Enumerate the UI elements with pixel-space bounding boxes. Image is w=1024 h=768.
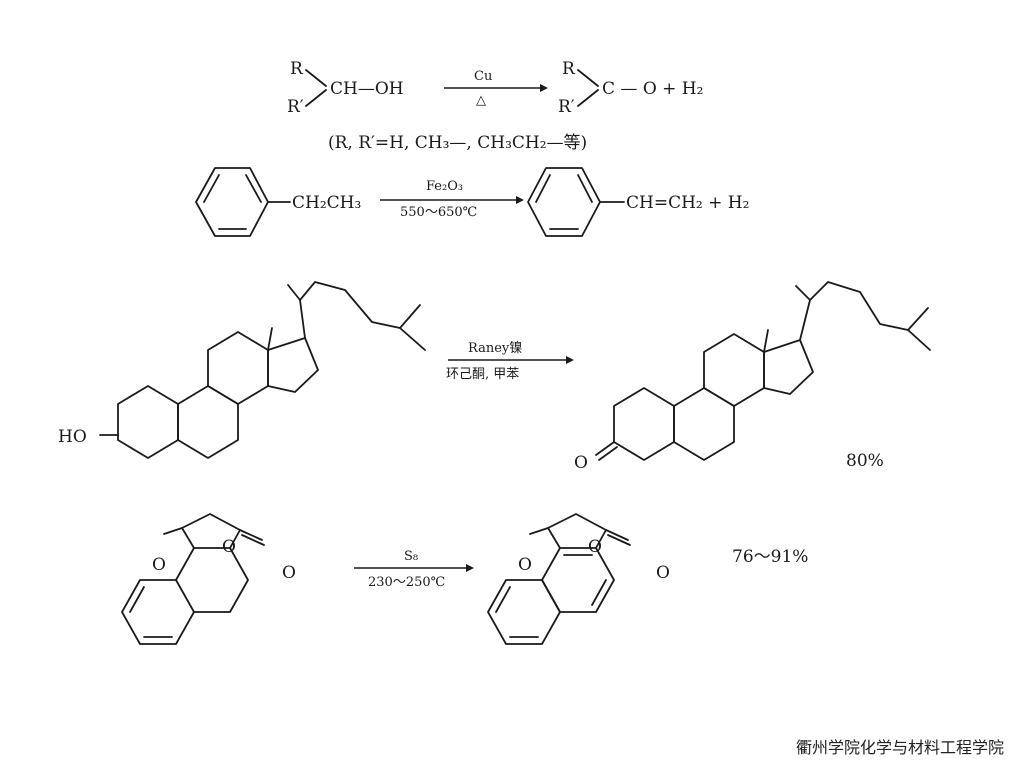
r4-arrowhead: [466, 564, 474, 572]
r4-p-ring-oxygen: O: [588, 537, 602, 557]
r1-product-center: C — O + H₂: [602, 79, 703, 99]
r4-p-carbonyl-right-1: [605, 529, 629, 541]
r3-p-side-chain-branch: [907, 329, 931, 351]
r3-ring-b: [177, 385, 239, 459]
r1-product-r-bottom: R′: [558, 97, 575, 117]
r3-p-methyl-18: [763, 329, 769, 353]
reaction-1: R R′ CH—OH Cu △ R R′ C — O + H₂ (R, R′=H…: [287, 59, 703, 153]
r3-solvents: 环己酮, 甲苯: [446, 367, 519, 382]
r3-steroid-reactant: [99, 281, 426, 459]
r4-p-aromatic-ring: [541, 547, 615, 613]
r4-carbonyl-left-o: O: [152, 555, 166, 575]
r3-catalyst: Raney镍: [468, 341, 522, 356]
r2-reactant-group: CH₂CH₃: [292, 193, 361, 213]
reaction-3: HO Raney镍 环己酮, 甲苯 O 80%: [58, 281, 931, 473]
r2-product-group: CH=CH₂ + H₂: [626, 193, 749, 213]
r3-ring-d: [267, 337, 319, 393]
r1-catalyst: Cu: [474, 69, 492, 84]
r1-bond-bottom: [305, 89, 327, 107]
r4-reactant-structure: [121, 513, 265, 645]
r4-ring-oxygen: O: [222, 537, 236, 557]
r4-yield: 76～91%: [732, 547, 808, 567]
footer-institution: 衢州学院化学与材料工程学院: [795, 738, 1004, 757]
r1-heat: △: [476, 93, 486, 108]
r4-anhydride-ring: [181, 513, 241, 549]
r1-substituents-note: (R, R′=H, CH₃—, CH₃CH₂—等): [328, 133, 587, 153]
r4-carbonyl-right-2: [241, 534, 265, 546]
r3-methyl-18: [267, 327, 273, 351]
r1-bond-top: [305, 69, 327, 87]
r3-arrowhead: [566, 356, 574, 364]
r2-temperature: 550～650℃: [400, 205, 477, 220]
r4-carbonyl-left: [163, 527, 183, 535]
r1-product-bond-top: [577, 69, 599, 87]
r1-product-bond-bottom: [577, 89, 599, 107]
r4-dihydro-ring: [175, 547, 249, 613]
reaction-2: CH₂CH₃ Fe₂O₃ 550～650℃ CH=CH₂ + H₂: [195, 167, 749, 237]
r3-p-ring-b: [673, 387, 735, 461]
r2-product-benzene-ring: [527, 167, 601, 237]
r3-product-carbonyl: O: [574, 453, 588, 473]
r4-p-carbonyl-right-o: O: [656, 563, 670, 583]
r3-p-methyl-20: [795, 285, 811, 301]
r3-carbonyl-bond-2: [598, 446, 618, 461]
r3-carbonyl-bond-1: [595, 441, 615, 456]
r1-r-top: R: [290, 59, 304, 79]
r3-yield: 80%: [846, 451, 884, 471]
r4-carbonyl-right-o: O: [282, 563, 296, 583]
r3-p-ring-a: [613, 387, 675, 461]
r2-benzene-ring: [195, 167, 269, 237]
r4-p-carbonyl-right-2: [607, 534, 631, 546]
r4-reagent: S₈: [404, 549, 418, 564]
r3-methyl-20: [287, 284, 301, 301]
r4-product-structure: [487, 513, 631, 645]
r1-reactant-center: CH—OH: [330, 79, 404, 99]
r3-p-ring-d: [763, 339, 814, 395]
r3-ring-a: [117, 385, 179, 459]
r3-substituent: HO: [58, 427, 87, 447]
r4-temperature: 230～250℃: [368, 575, 445, 590]
reaction-4: O O O S₈ 230～250℃ O O O 76～91%: [121, 513, 808, 645]
r4-carbonyl-right-1: [239, 529, 263, 541]
r4-p-anhydride-ring: [547, 513, 607, 549]
r3-p-ring-c: [703, 333, 765, 407]
r4-p-carbonyl-left-o: O: [518, 555, 532, 575]
r1-arrowhead: [540, 84, 548, 92]
r1-r-bottom: R′: [287, 97, 304, 117]
r4-p-carbonyl-left: [529, 527, 549, 535]
r3-steroid-product: [595, 281, 931, 461]
r3-side-chain-branch: [399, 327, 426, 351]
r1-product-r-top: R: [562, 59, 576, 79]
r2-arrowhead: [516, 196, 524, 204]
r3-ring-c: [207, 331, 269, 405]
r4-p-benzene-ring: [487, 579, 561, 645]
r4-benzene-ring: [121, 579, 195, 645]
r2-catalyst: Fe₂O₃: [426, 179, 463, 194]
